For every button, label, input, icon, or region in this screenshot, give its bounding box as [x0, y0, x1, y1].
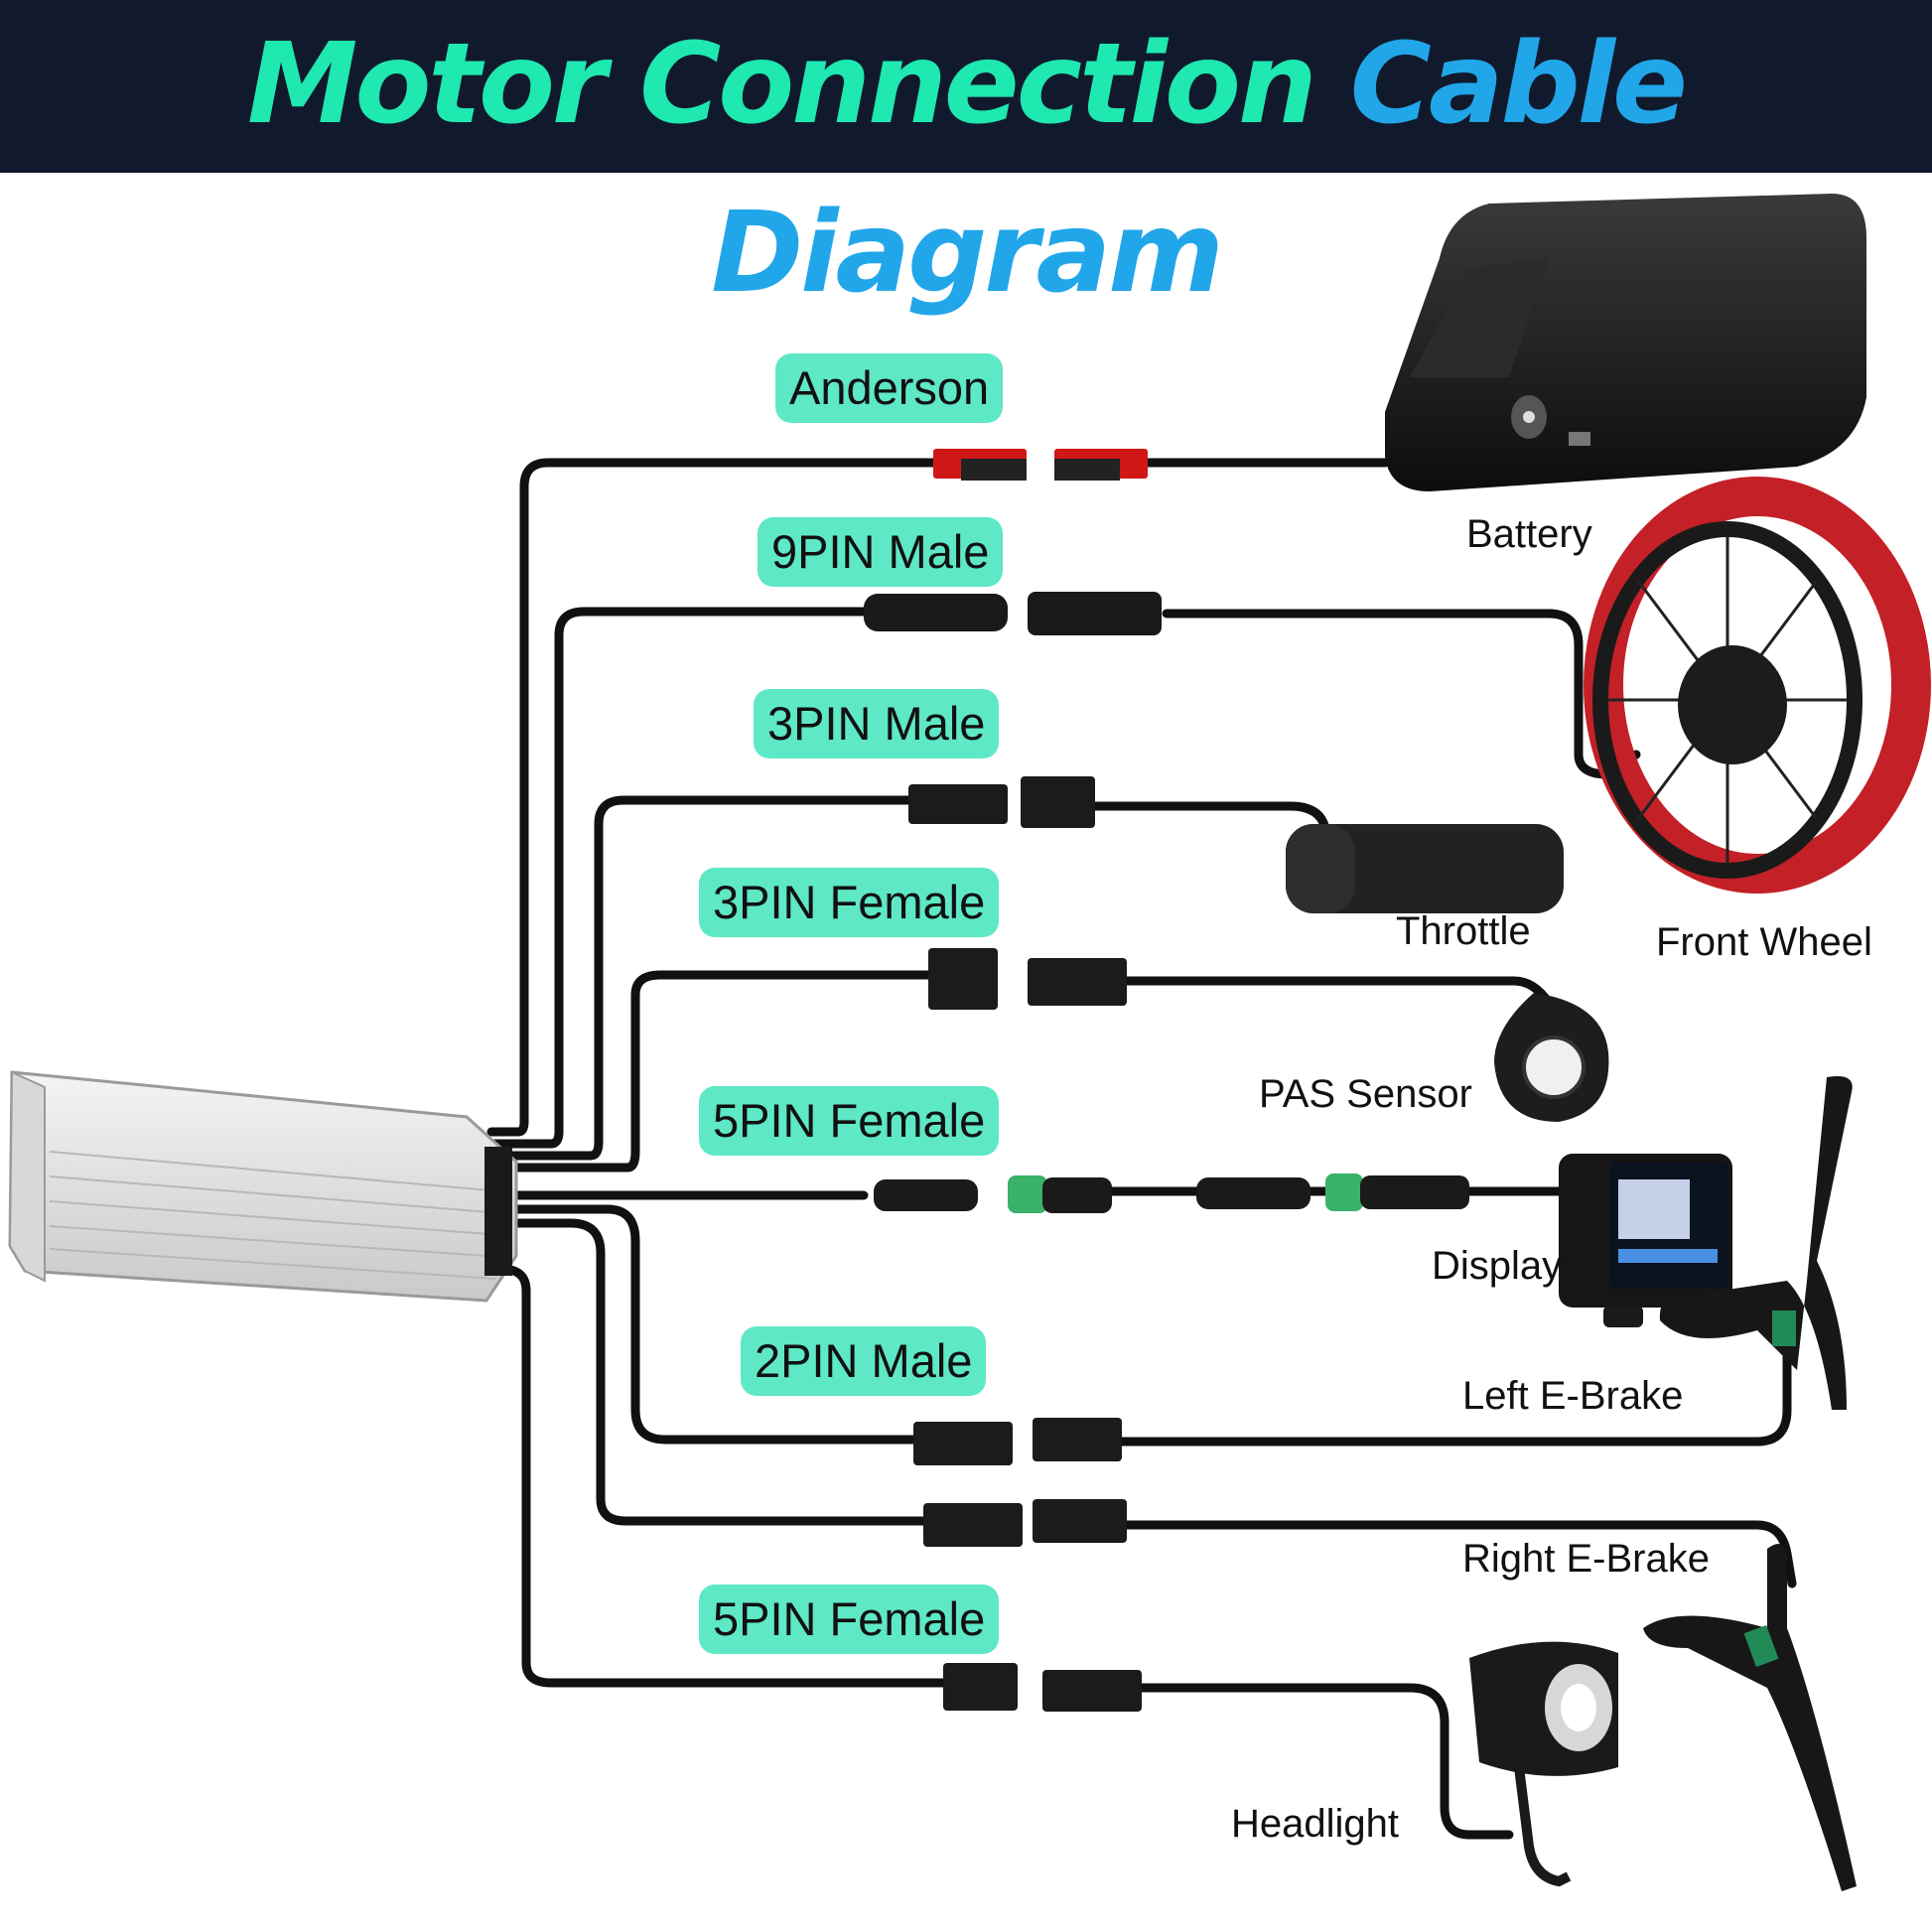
tag-3pin-female: 3PIN Female — [699, 868, 1000, 937]
left-brake-image — [1659, 1076, 1853, 1410]
throttle-image — [1286, 824, 1564, 913]
3pin-female-connector — [928, 948, 1127, 1010]
tag-3pin-male: 3PIN Male — [754, 689, 1000, 759]
title-banner: Motor Connection Cable Diagram — [0, 0, 1932, 318]
3pin-male-connector — [908, 776, 1095, 828]
5pin-display-connector — [874, 1173, 1469, 1213]
tag-anderson: Anderson — [775, 353, 1004, 423]
label-pas-sensor: PAS Sensor — [1259, 1072, 1472, 1116]
tag-5pin-female-display: 5PIN Female — [699, 1086, 1000, 1156]
label-throttle: Throttle — [1396, 909, 1531, 953]
label-battery: Battery — [1466, 512, 1592, 556]
wiring-diagram — [8, 194, 1931, 1891]
tag-5pin-female-headlight: 5PIN Female — [699, 1585, 1000, 1654]
page-title: Motor Connection Cable Diagram — [0, 0, 1932, 318]
battery-image — [1385, 194, 1866, 491]
title-part-2: Cable Diagram — [711, 20, 1688, 318]
tag-9pin-male: 9PIN Male — [758, 517, 1004, 587]
controller — [8, 1070, 518, 1303]
label-display: Display — [1432, 1244, 1563, 1288]
2pin-right-brake-connector — [923, 1499, 1127, 1547]
front-wheel-image — [1584, 477, 1931, 894]
pas-sensor-image — [1494, 993, 1609, 1122]
cable-right-brake — [496, 1218, 1797, 1588]
5pin-headlight-connector — [943, 1663, 1142, 1712]
cable-pas — [486, 970, 1554, 1173]
cable-headlight — [496, 1264, 1514, 1840]
right-brake-image — [1643, 1544, 1857, 1891]
2pin-left-brake-connector — [913, 1418, 1122, 1465]
tag-2pin-male: 2PIN Male — [741, 1326, 987, 1396]
headlight-image — [1469, 1641, 1618, 1887]
anderson-connector — [933, 449, 1148, 481]
label-front-wheel: Front Wheel — [1656, 920, 1872, 964]
cable-left-brake — [496, 1204, 1792, 1447]
cable-battery — [486, 458, 1390, 1137]
label-left-e-brake: Left E-Brake — [1462, 1374, 1684, 1418]
9pin-connector — [864, 592, 1162, 635]
title-part-1: Motor Connection — [247, 20, 1317, 149]
label-right-e-brake: Right E-Brake — [1462, 1537, 1710, 1581]
cable-front-wheel — [486, 607, 1641, 1149]
cable-display — [496, 1186, 1574, 1200]
label-headlight: Headlight — [1231, 1802, 1400, 1846]
display-image — [1559, 1154, 1732, 1327]
